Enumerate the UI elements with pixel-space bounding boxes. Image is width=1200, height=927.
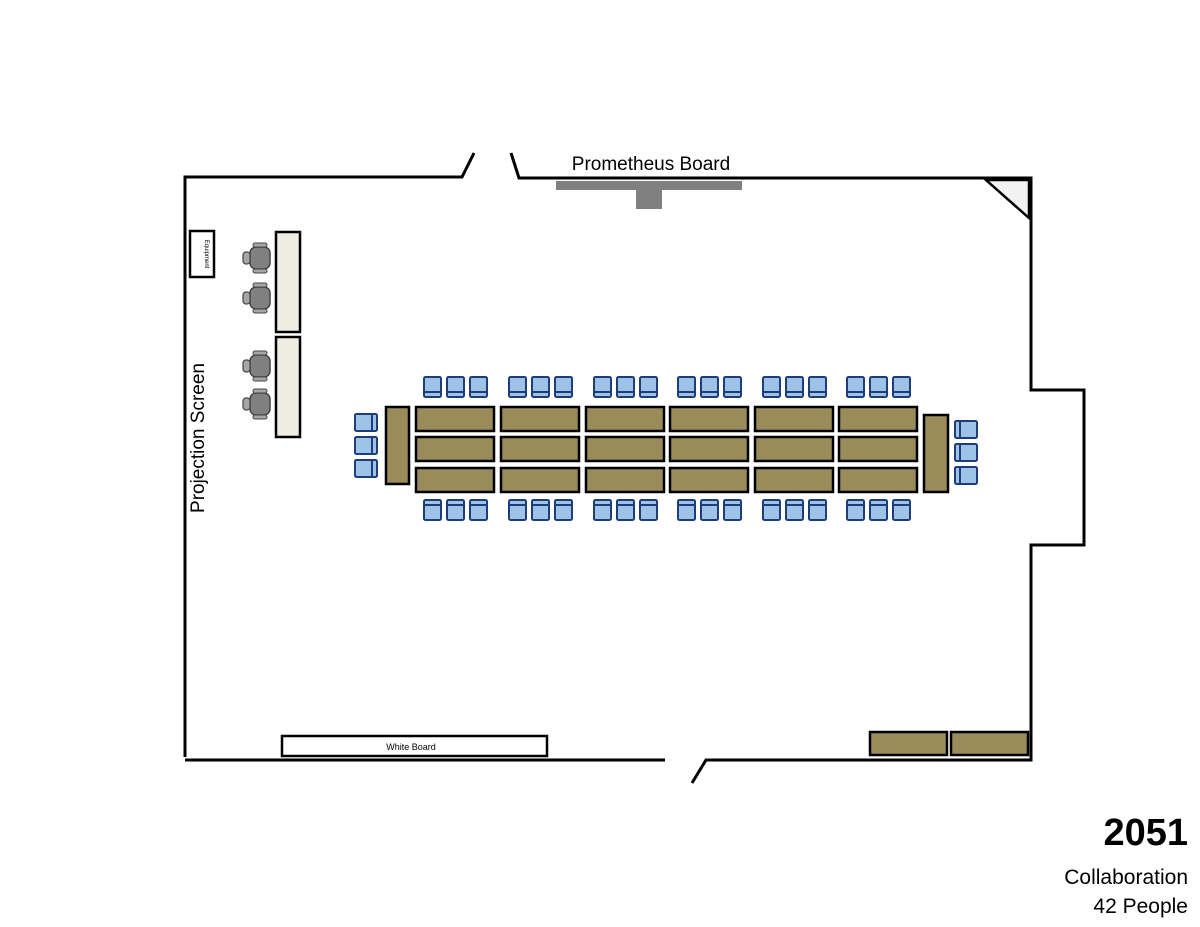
chair xyxy=(869,499,888,521)
projection-screen-label: Projection Screen xyxy=(188,363,209,513)
chair xyxy=(354,459,378,478)
chair xyxy=(616,376,635,398)
office-chair xyxy=(242,282,271,314)
chair xyxy=(508,376,527,398)
table xyxy=(753,435,835,463)
chair xyxy=(846,499,865,521)
chair xyxy=(723,376,742,398)
equipment-cabinet: Equipment xyxy=(188,229,216,279)
office-chairs xyxy=(242,242,271,420)
chair xyxy=(508,499,527,521)
table xyxy=(414,466,496,494)
table xyxy=(753,466,835,494)
chair xyxy=(531,499,550,521)
prometheus-board: Prometheus Board xyxy=(556,154,742,209)
chair xyxy=(423,376,442,398)
wall-top-left xyxy=(183,152,476,757)
table xyxy=(414,405,496,433)
chair xyxy=(846,376,865,398)
chair xyxy=(531,376,550,398)
chair xyxy=(762,376,781,398)
table xyxy=(584,466,666,494)
table xyxy=(837,466,919,494)
chair xyxy=(700,376,719,398)
chair xyxy=(785,499,804,521)
table xyxy=(837,435,919,463)
right-head-chairs xyxy=(954,420,978,485)
chair xyxy=(869,376,888,398)
instructor-table-1 xyxy=(274,230,302,334)
chair xyxy=(469,376,488,398)
room-number: 2051 xyxy=(1103,812,1188,854)
chair xyxy=(700,499,719,521)
chair xyxy=(892,376,911,398)
chair xyxy=(892,499,911,521)
instructor-table-2 xyxy=(274,335,302,439)
white-board: White Board xyxy=(280,734,549,758)
table xyxy=(584,435,666,463)
chair xyxy=(446,376,465,398)
chair xyxy=(954,443,978,462)
chair xyxy=(785,376,804,398)
chair xyxy=(954,466,978,485)
room-capacity: 42 People xyxy=(1093,895,1188,918)
chair xyxy=(677,499,696,521)
chair xyxy=(554,499,573,521)
table xyxy=(499,466,581,494)
room-type: Collaboration xyxy=(1064,866,1188,889)
white-board-label: White Board xyxy=(386,742,436,752)
table xyxy=(837,405,919,433)
equipment-box xyxy=(188,229,216,279)
chair xyxy=(469,499,488,521)
corner-triangle xyxy=(982,178,1031,221)
room-walls xyxy=(183,152,1086,784)
table xyxy=(499,435,581,463)
table xyxy=(584,405,666,433)
prometheus-board-bar xyxy=(556,181,742,190)
office-chair xyxy=(242,350,271,382)
table xyxy=(414,435,496,463)
table xyxy=(668,435,750,463)
chair xyxy=(677,376,696,398)
chair xyxy=(446,499,465,521)
corner-table-2 xyxy=(949,730,1030,757)
chair xyxy=(593,376,612,398)
top-chair-row xyxy=(423,376,911,398)
prometheus-board-label: Prometheus Board xyxy=(572,154,730,175)
table xyxy=(668,405,750,433)
white-board-rect xyxy=(280,734,549,758)
chair xyxy=(808,499,827,521)
chair xyxy=(808,376,827,398)
office-chair xyxy=(242,242,271,274)
main-table-group xyxy=(414,405,919,494)
left-end-table xyxy=(384,405,411,486)
table xyxy=(753,405,835,433)
left-head-chairs xyxy=(354,413,378,478)
wall-top-right xyxy=(509,152,1086,784)
table xyxy=(499,405,581,433)
chair xyxy=(639,499,658,521)
chair xyxy=(354,413,378,432)
prometheus-board-stand xyxy=(636,190,662,209)
bottom-chair-row xyxy=(423,499,911,521)
chair xyxy=(723,499,742,521)
chair xyxy=(954,420,978,439)
equipment-label: Equipment xyxy=(203,240,209,269)
chair xyxy=(354,436,378,455)
office-chair xyxy=(242,388,271,420)
instructor-station xyxy=(242,230,302,439)
chair xyxy=(423,499,442,521)
table xyxy=(668,466,750,494)
chair xyxy=(554,376,573,398)
chair xyxy=(593,499,612,521)
corner-table-1 xyxy=(868,730,949,757)
chair xyxy=(762,499,781,521)
right-end-table xyxy=(922,413,950,494)
chair xyxy=(616,499,635,521)
chair xyxy=(639,376,658,398)
